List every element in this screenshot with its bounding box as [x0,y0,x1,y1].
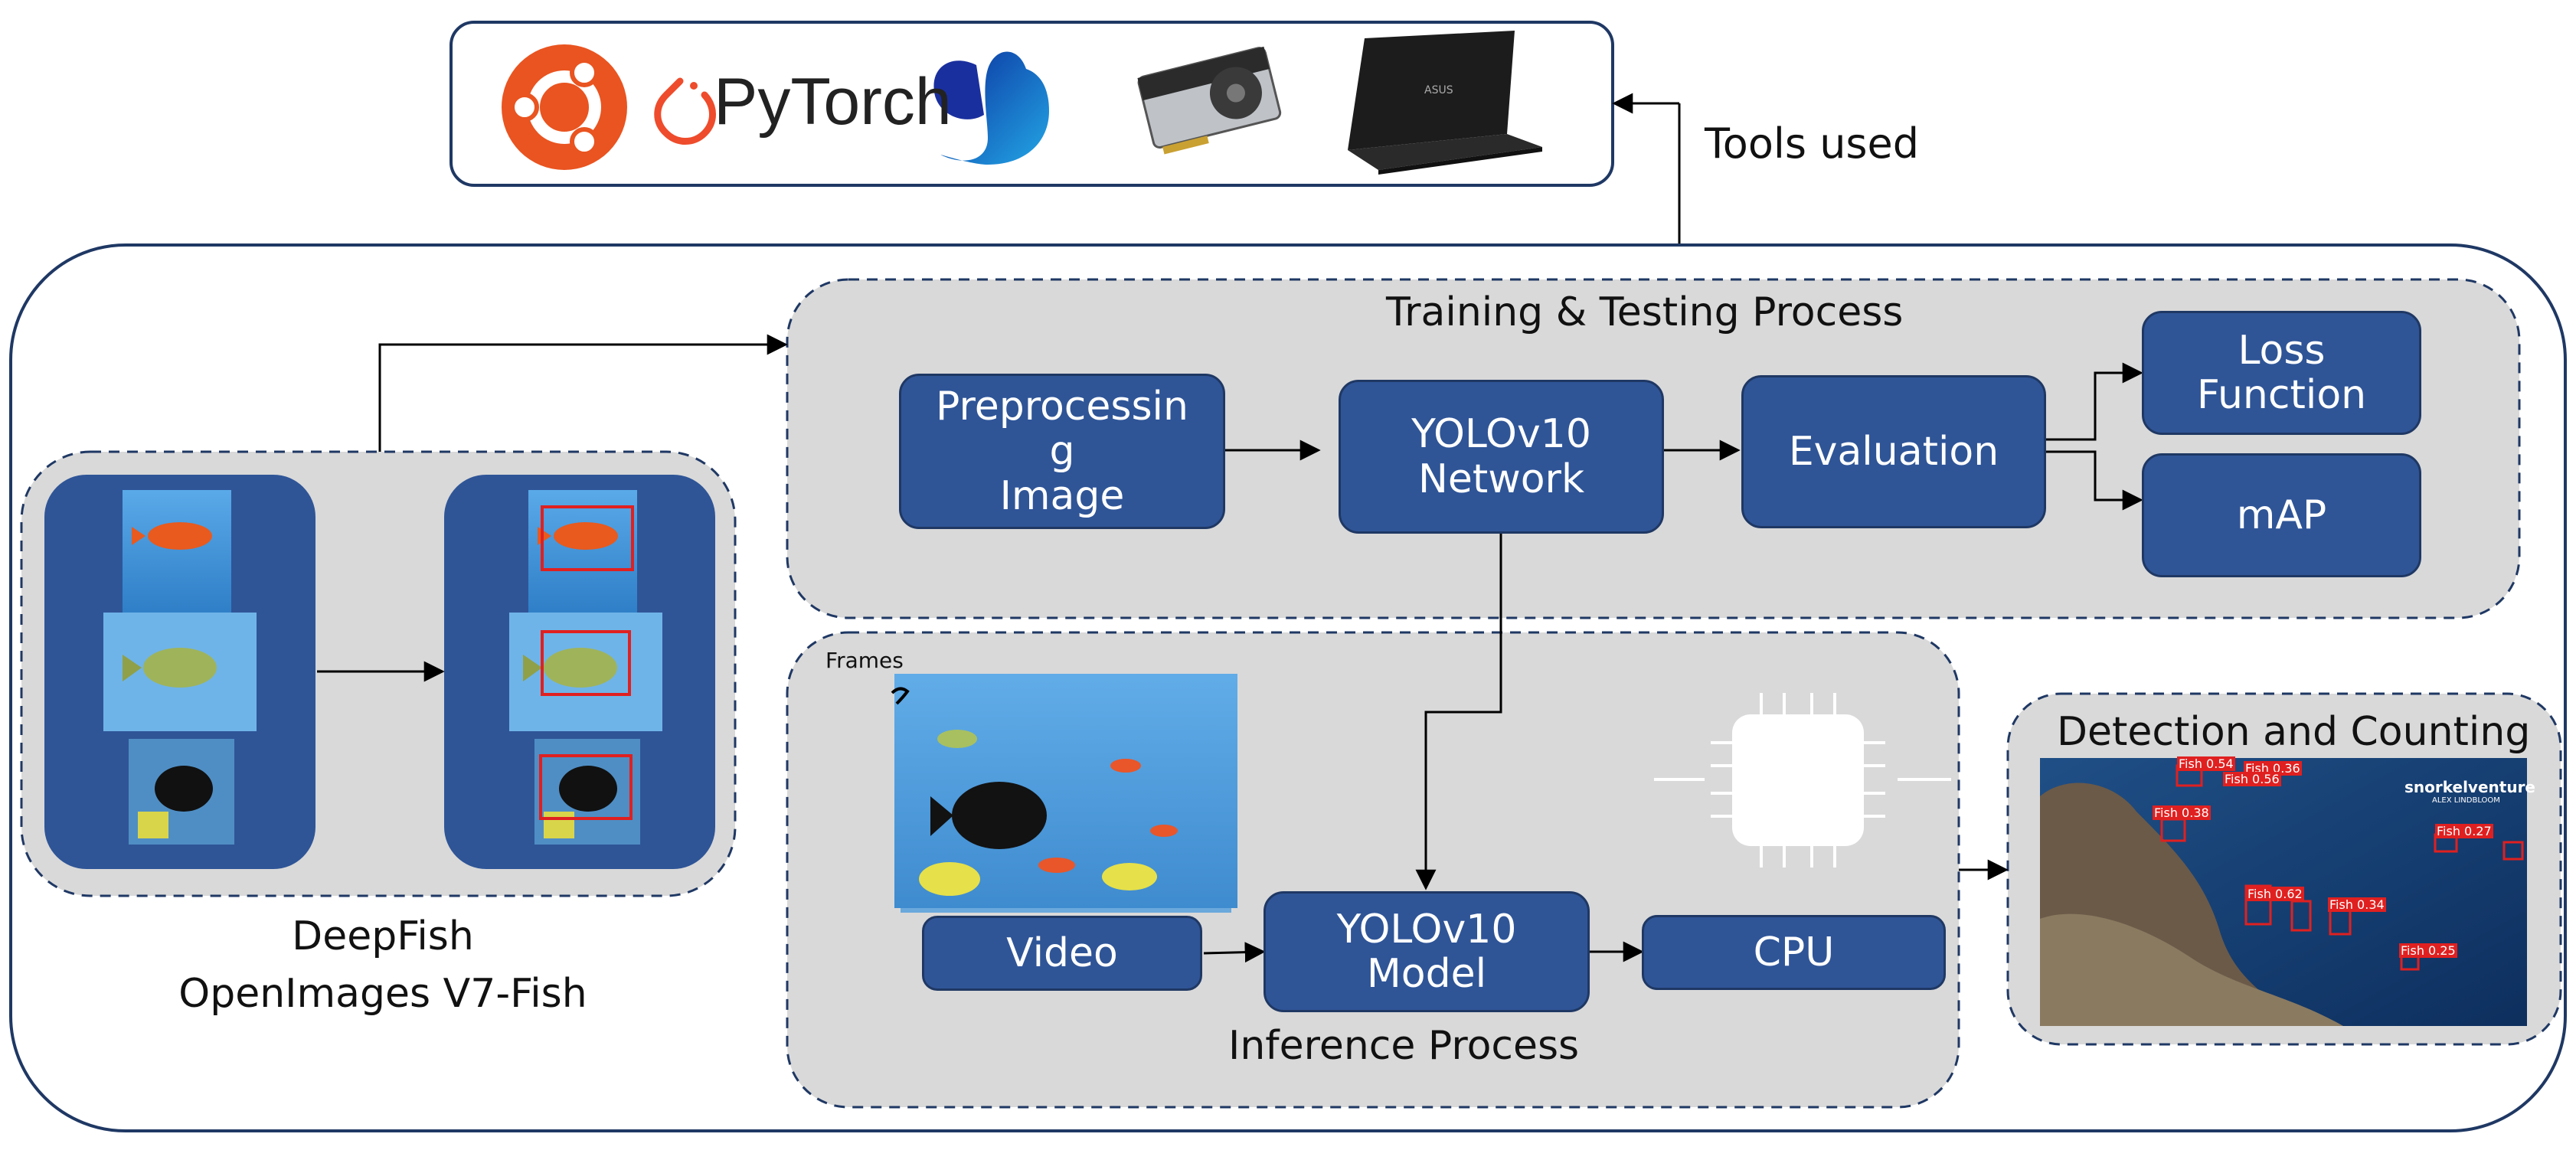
laptop-icon [1348,31,1542,175]
main-frame [9,243,2567,1132]
detection-box-label: Fish 0.38 [2153,805,2211,820]
evaluation-node: Evaluation [1741,375,2046,528]
meta-logo-icon [933,51,1049,165]
video-frames [891,674,1237,913]
video-node: Video [922,916,1202,991]
detection-box-label: Fish 0.25 [2399,943,2457,958]
ubuntu-logo-icon [502,44,627,170]
detection-watermark-sub: ALEX LINDBLOOM [2432,796,2500,805]
frames-label: Frames [825,648,904,673]
cpu-node: CPU [1642,915,1946,990]
gpu-card-icon [1137,46,1282,155]
inference-title: Inference Process [1228,1023,1580,1069]
detection-box-label: Fish 0.27 [2435,824,2493,838]
dataset-raw-images [103,490,257,845]
dataset-name-openimages: OpenImages V7-Fish [178,971,587,1018]
training-title: Training & Testing Process [1386,289,1904,335]
detection-box-label: Fish 0.34 [2328,897,2386,912]
map-node: mAP [2142,453,2421,577]
tools-used-label: Tools used [1705,119,1920,168]
yolov10-model-node: YOLOv10 Model [1263,891,1590,1012]
dataset-name-deepfish: DeepFish [292,913,474,959]
chip-icon [1654,693,1951,867]
pytorch-flame-icon [654,77,716,145]
detection-title: Detection and Counting [2057,709,2531,755]
detection-watermark: snorkelventure [2404,778,2535,796]
laptop-brand-label: ASUS [1424,84,1453,96]
detection-box-label: Fish 0.54 [2177,756,2235,771]
pytorch-wordmark: PyTorch [714,65,952,139]
preprocessing-node: Preprocessin g Image [899,374,1225,529]
yolov10-network-node: YOLOv10 Network [1339,380,1664,534]
detection-box-label: Fish 0.62 [2246,887,2304,901]
dataset-annotated-images [509,490,662,845]
detection-box-label: Fish 0.56 [2223,772,2281,786]
loss-function-node: Loss Function [2142,311,2421,435]
dataset-label: DeepFish OpenImages V7-Fish [168,908,597,1024]
